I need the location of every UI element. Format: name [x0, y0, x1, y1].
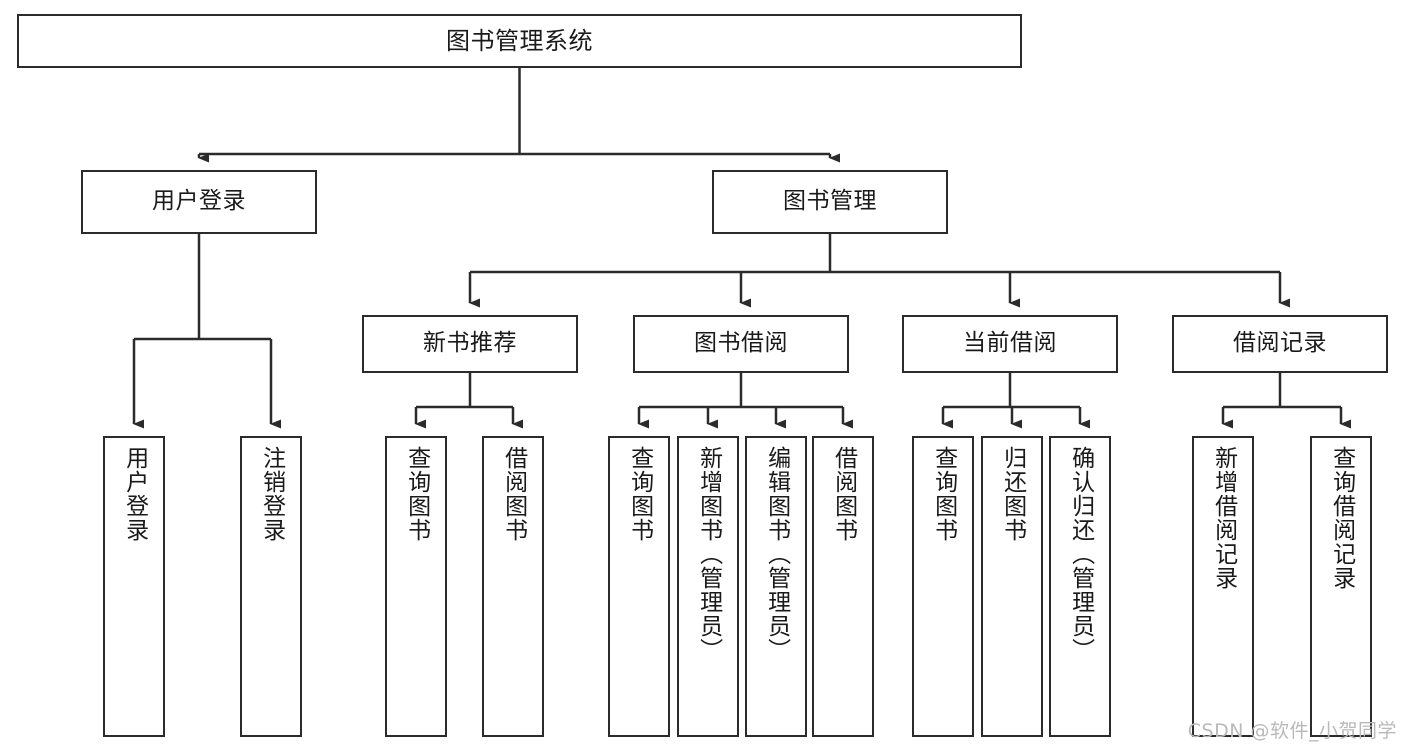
node-label: 图书借阅	[694, 330, 788, 357]
node-leaf-current-query[interactable]: 查询图书	[912, 436, 974, 737]
node-label: 归还图书	[999, 446, 1026, 542]
node-login[interactable]: 用户登录	[81, 170, 317, 234]
node-label: 查询图书	[626, 446, 653, 542]
node-label: 用户登录	[152, 188, 246, 215]
node-leaf-current-return[interactable]: 归还图书	[981, 436, 1043, 737]
node-leaf-newbook-query[interactable]: 查询图书	[385, 436, 447, 737]
node-label: 查询借阅记录	[1328, 446, 1355, 590]
node-label: 借阅记录	[1233, 330, 1327, 357]
node-label: 用户登录	[121, 446, 148, 542]
node-leaf-records-query[interactable]: 查询借阅记录	[1310, 436, 1372, 737]
node-newbook[interactable]: 新书推荐	[362, 315, 578, 373]
node-label: 查询图书	[403, 446, 430, 542]
node-label: 借阅图书	[500, 446, 527, 542]
node-leaf-current-confirm[interactable]: 确认归还（管理员）	[1049, 436, 1111, 737]
node-label: 查询图书	[930, 446, 957, 542]
node-label: 确认归还（管理员）	[1067, 446, 1094, 662]
node-label: 当前借阅	[963, 330, 1057, 357]
node-leaf-records-add[interactable]: 新增借阅记录	[1192, 436, 1254, 737]
node-leaf-user-logout[interactable]: 注销登录	[240, 436, 302, 737]
node-bookmgmt[interactable]: 图书管理	[712, 170, 948, 234]
node-leaf-borrow-add[interactable]: 新增图书（管理员）	[677, 436, 739, 737]
node-label: 借阅图书	[830, 446, 857, 542]
node-leaf-newbook-borrow[interactable]: 借阅图书	[482, 436, 544, 737]
node-root[interactable]: 图书管理系统	[17, 14, 1022, 68]
watermark-text: CSDN @软件_小贺同学	[1187, 720, 1397, 742]
node-current[interactable]: 当前借阅	[902, 315, 1118, 373]
node-leaf-user-login[interactable]: 用户登录	[103, 436, 165, 737]
node-label: 新书推荐	[423, 330, 517, 357]
node-label: 图书管理	[783, 188, 877, 215]
node-label: 注销登录	[258, 446, 285, 542]
node-borrow[interactable]: 图书借阅	[633, 315, 849, 373]
node-leaf-borrow-edit[interactable]: 编辑图书（管理员）	[745, 436, 807, 737]
node-records[interactable]: 借阅记录	[1172, 315, 1388, 373]
node-label: 新增图书（管理员）	[695, 446, 722, 662]
node-label: 图书管理系统	[446, 26, 593, 55]
node-leaf-borrow-lend[interactable]: 借阅图书	[812, 436, 874, 737]
node-label: 编辑图书（管理员）	[763, 446, 790, 662]
node-leaf-borrow-query[interactable]: 查询图书	[608, 436, 670, 737]
node-label: 新增借阅记录	[1210, 446, 1237, 590]
